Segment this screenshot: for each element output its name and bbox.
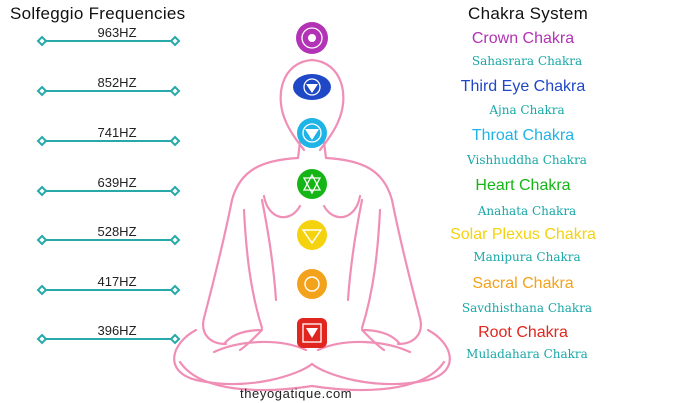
throat-chakra-label: Throat Chakra bbox=[471, 127, 575, 144]
frequency-label: 852HZ bbox=[97, 75, 137, 90]
third-eye-chakra-label: Third Eye Chakra bbox=[460, 78, 586, 95]
solar-plexus-chakra-sanskrit: Manipura Chakra bbox=[473, 250, 581, 264]
frequency-line bbox=[36, 234, 181, 246]
heart-chakra-label: Heart Chakra bbox=[475, 177, 571, 194]
frequency-lines bbox=[36, 35, 181, 345]
throat-chakra-sanskrit: Vishhuddha Chakra bbox=[467, 153, 587, 167]
frequency-label: 639HZ bbox=[97, 175, 137, 190]
third-eye-chakra-icon bbox=[293, 74, 331, 100]
sacral-chakra-icon bbox=[297, 269, 327, 299]
third-eye-chakra-sanskrit: Ajna Chakra bbox=[489, 103, 565, 117]
frequency-label: 396HZ bbox=[97, 323, 137, 338]
footer-url: theyogatique.com bbox=[240, 386, 353, 401]
frequency-label: 417HZ bbox=[97, 274, 137, 289]
frequency-line bbox=[36, 284, 181, 296]
solfeggio-heading: Solfeggio Frequencies bbox=[10, 4, 186, 23]
solar-plexus-chakra-label: Solar Plexus Chakra bbox=[450, 226, 596, 243]
crown-chakra-sanskrit: Sahasrara Chakra bbox=[471, 54, 583, 68]
root-chakra-icon bbox=[297, 318, 327, 348]
chakra-icons bbox=[293, 22, 331, 348]
throat-chakra-icon bbox=[297, 118, 327, 148]
sacral-chakra-sanskrit: Savdhisthana Chakra bbox=[461, 301, 593, 315]
frequency-line bbox=[36, 185, 181, 197]
frequency-line bbox=[36, 35, 181, 47]
sacral-chakra-label: Sacral Chakra bbox=[472, 275, 574, 292]
heart-chakra-icon bbox=[297, 169, 327, 199]
heart-chakra-sanskrit: Anahata Chakra bbox=[477, 204, 577, 218]
root-chakra-label: Root Chakra bbox=[478, 324, 568, 341]
crown-chakra-label: Crown Chakra bbox=[471, 30, 575, 47]
frequency-line bbox=[36, 85, 181, 97]
chakra-system-heading: Chakra System bbox=[468, 4, 589, 23]
frequency-line bbox=[36, 333, 181, 345]
frequency-label: 741HZ bbox=[97, 125, 137, 140]
solar-plexus-chakra-icon bbox=[297, 220, 327, 250]
frequency-line bbox=[36, 135, 181, 147]
crown-chakra-icon bbox=[296, 22, 328, 54]
frequency-label: 528HZ bbox=[97, 224, 137, 239]
frequency-label: 963HZ bbox=[97, 25, 137, 40]
root-chakra-sanskrit: Muladahara Chakra bbox=[466, 347, 588, 361]
